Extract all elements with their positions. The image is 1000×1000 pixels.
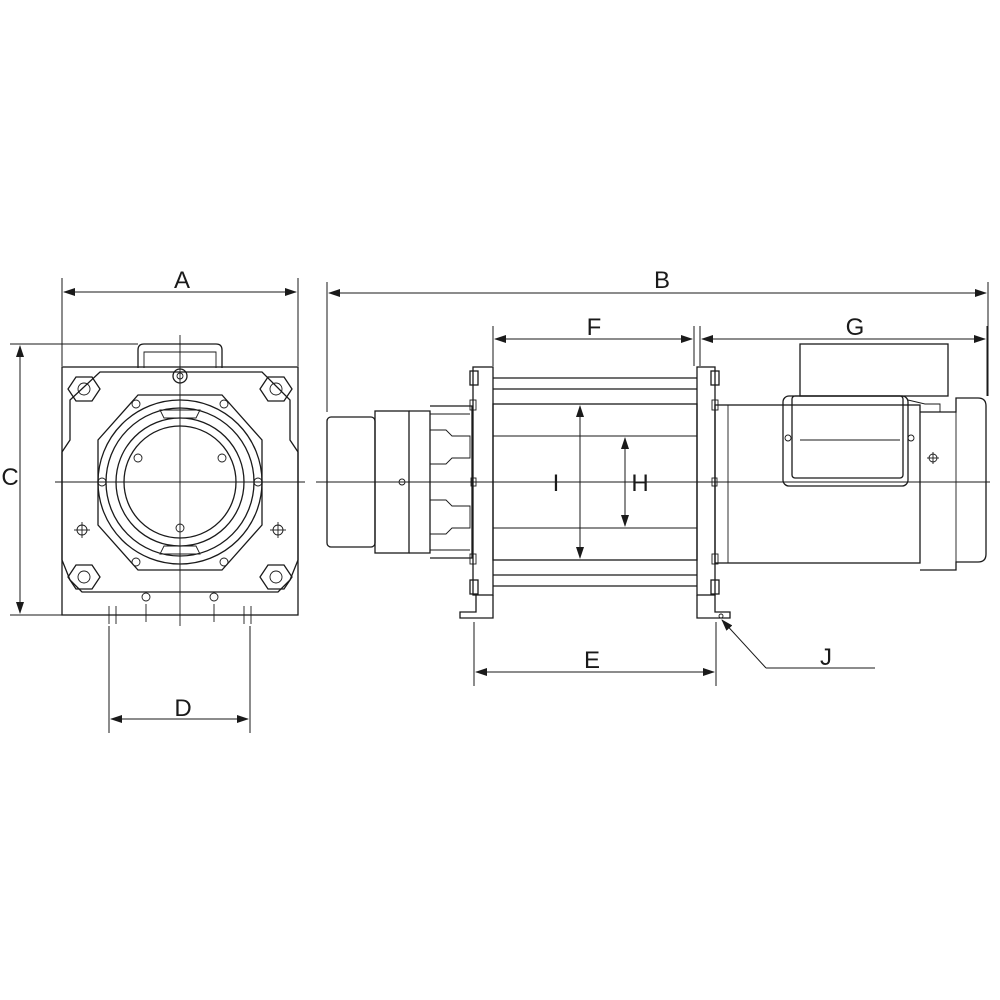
dimension-label-g: G (846, 314, 865, 341)
dimension-label-e: E (584, 647, 600, 674)
bolt-icon (259, 564, 293, 590)
dimension-label-h: H (631, 470, 648, 497)
bolt-icon (67, 564, 101, 590)
bolt-icon (67, 376, 101, 402)
dimension-lines (10, 278, 989, 733)
bolt-icon (259, 376, 293, 402)
dimension-label-f: F (587, 314, 602, 341)
dimension-label-d: D (174, 695, 191, 722)
side-view (316, 343, 990, 619)
dimension-label-a: A (174, 267, 190, 294)
front-view (55, 335, 305, 626)
dimension-label-b: B (654, 267, 670, 294)
dimension-label-c: C (1, 464, 18, 491)
dimension-label-j: J (820, 644, 832, 671)
dimension-label-i: I (553, 470, 560, 497)
